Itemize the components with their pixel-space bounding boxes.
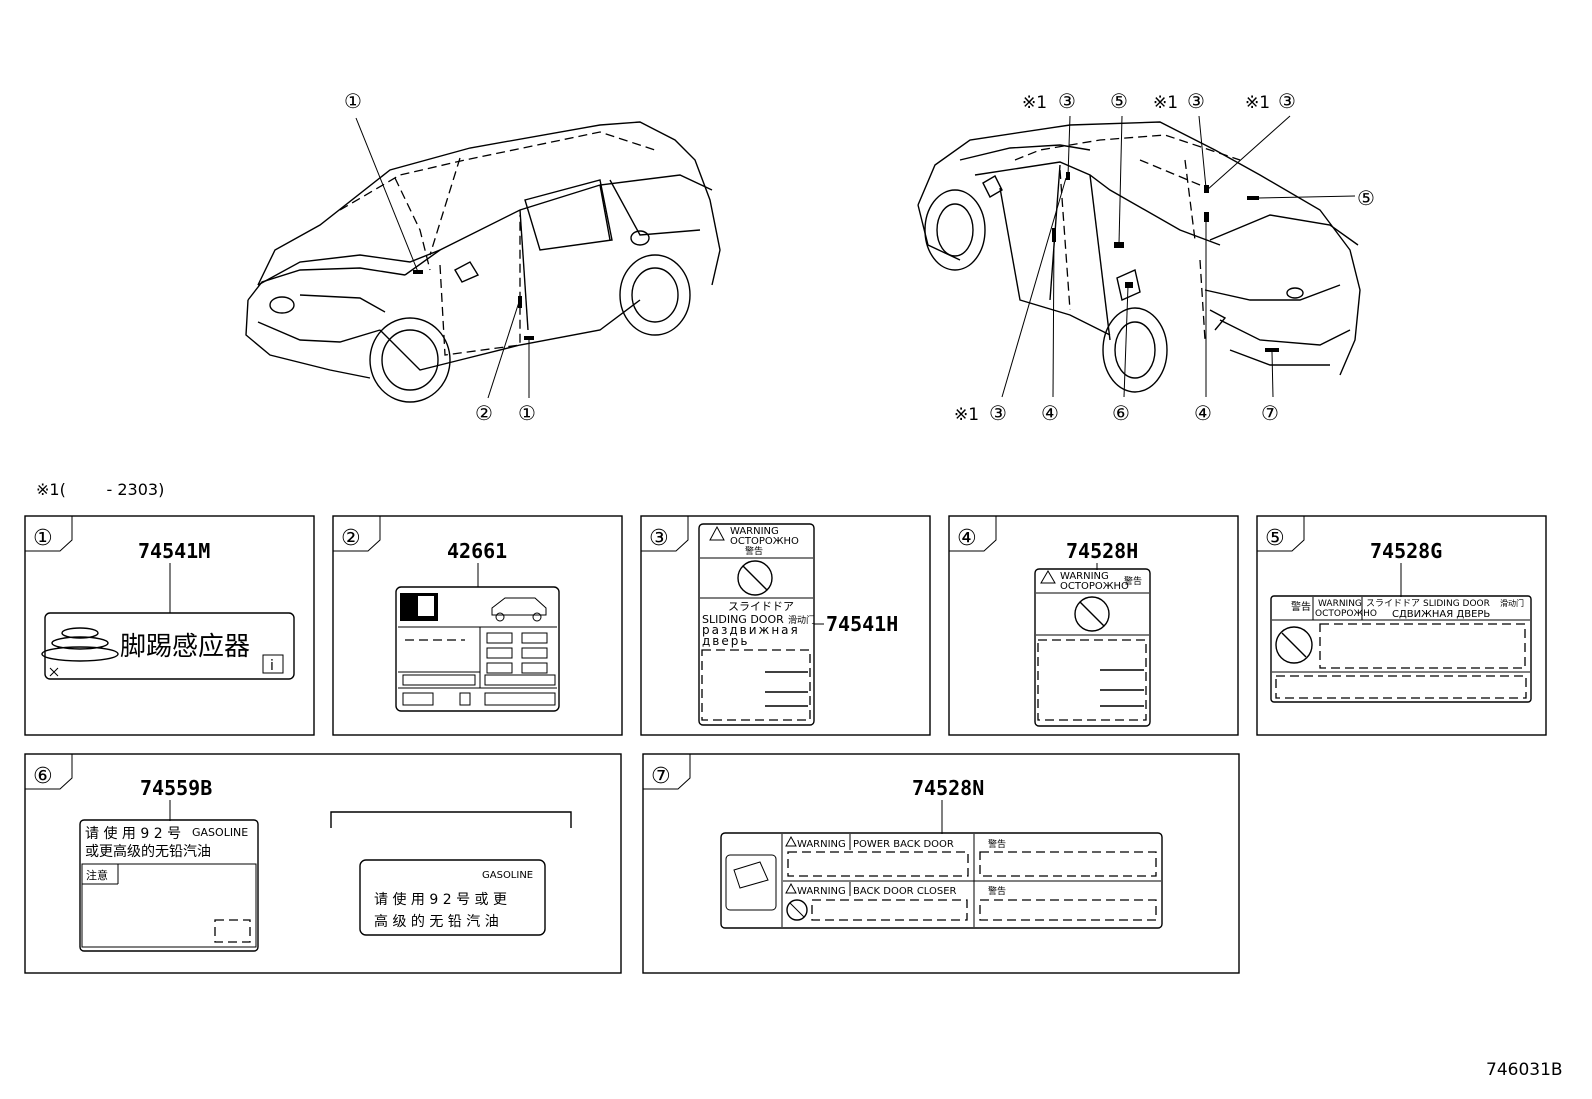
- panel-5-en-door: SLIDING DOOR: [1423, 599, 1490, 609]
- door-hand-icon: [725, 854, 777, 911]
- panel-7-warning-b: WARNING: [797, 886, 846, 897]
- footnote: ※1( - 2303): [36, 480, 164, 499]
- warning-triangle-icon: [785, 835, 797, 847]
- warning-triangle-icon: [1040, 570, 1056, 584]
- panel-7: ⑦ 74528N WARNING POWER BACK DOOR 警告 WARN…: [642, 753, 1240, 974]
- panel-7-warning-a: WARNING: [797, 839, 846, 850]
- callout-3-d: ③: [989, 401, 1007, 425]
- note-marker-1: ※1: [1022, 93, 1047, 113]
- panel-6-alt-gas: GASOLINE: [482, 870, 533, 881]
- callout-2: ②: [475, 401, 493, 425]
- panel-1-index: ①: [33, 526, 53, 551]
- callout-4-a: ④: [1041, 401, 1059, 425]
- panel-3: ③ WARNING ОСТОРОЖНО 警告 スライドドア SLIDING DO…: [640, 515, 931, 736]
- no-hand-icon: [1275, 626, 1313, 664]
- panel-5-warning-ru: ОСТОРОЖНО: [1315, 609, 1377, 619]
- panel-6-part-number: 74559B: [140, 776, 212, 800]
- panel-5-warning: WARNING: [1318, 599, 1362, 609]
- panel-1-label-text: 脚踢感应器: [120, 632, 250, 662]
- panel-6-alt-line-2: 高 级 的 无 铅 汽 油: [374, 913, 499, 930]
- panel-5-warning-jp: 警告: [1291, 600, 1311, 613]
- panel-6-line-2: 或更高级的无铅汽油: [85, 843, 211, 860]
- panel-6-gas: GASOLINE: [192, 826, 248, 839]
- panel-7-part-number: 74528N: [912, 776, 984, 800]
- panel-5-index: ⑤: [1265, 526, 1285, 551]
- panel-3-index: ③: [649, 526, 669, 551]
- panel-4: ④ 74528H WARNING ОСТОРОЖНО 警告: [948, 515, 1239, 736]
- panel-3-en-door: SLIDING DOOR: [702, 613, 784, 626]
- panel-7-index: ⑦: [651, 764, 671, 789]
- panel-2: ② 42661: [332, 515, 623, 736]
- panel-7-jp-b: 警告: [988, 885, 1006, 897]
- panel-5: ⑤ 74528G 警告 WARNING ОСТОРОЖНО スライドドア SLI…: [1256, 515, 1547, 736]
- panel-3-part-number: 74541H: [826, 612, 898, 636]
- panel-2-part-number: 42661: [447, 539, 507, 563]
- callout-7: ⑦: [1261, 401, 1279, 425]
- panel-5-cn-door: 滑动门: [1500, 598, 1524, 608]
- panel-3-ru-door-2: дверь: [702, 634, 749, 648]
- panel-2-index: ②: [341, 526, 361, 551]
- panel-6-caution: 注意: [86, 868, 108, 882]
- callout-3-a: ③: [1058, 89, 1076, 113]
- callout-1-top: ①: [344, 89, 362, 113]
- callout-3-b: ③: [1187, 89, 1205, 113]
- panel-5-jp-door: スライドドア: [1366, 598, 1420, 609]
- panel-6-index: ⑥: [33, 764, 53, 789]
- callout-3-c: ③: [1278, 89, 1296, 113]
- warning-triangle-icon: [785, 882, 797, 894]
- vehicle-front-view: [245, 121, 721, 403]
- callout-4-b: ④: [1194, 401, 1212, 425]
- panel-3-ru-door-1: раздвижная: [702, 623, 800, 637]
- panel-6-line-1: 请 使 用 9 2 号: [85, 825, 181, 842]
- panel-3-jp-door: スライドドア: [728, 600, 794, 613]
- panel-4-index: ④: [957, 526, 977, 551]
- panel-5-ru-door: СДВИЖНАЯ ДВЕРЬ: [1392, 609, 1490, 620]
- warning-triangle-icon: [709, 525, 725, 541]
- figure-code: 746031B: [1486, 1060, 1563, 1080]
- note-marker-3: ※1: [1245, 93, 1270, 113]
- callout-1-bottom: ①: [518, 401, 536, 425]
- info-icon: i: [270, 658, 274, 674]
- panel-5-part-number: 74528G: [1370, 539, 1442, 563]
- panel-7-jp-a: 警告: [988, 838, 1006, 850]
- panel-4-warning-jp: 警告: [1124, 575, 1142, 587]
- panel-4-part-number: 74528H: [1066, 539, 1138, 563]
- panel-3-warning-jp: 警告: [745, 545, 763, 557]
- manual-icon: [400, 593, 438, 621]
- panel-3-cn-door: 滑动门: [788, 614, 815, 626]
- note-marker-4: ※1: [954, 405, 979, 425]
- vehicle-icon: [491, 597, 547, 616]
- callout-5-b: ⑤: [1357, 186, 1375, 210]
- no-hand-icon: [786, 899, 808, 921]
- panel-3-warning: WARNING: [730, 526, 779, 537]
- panel-4-warning: WARNING: [1060, 571, 1109, 582]
- no-hand-icon: [1074, 596, 1110, 632]
- panel-6-alt-line-1: 请 使 用 9 2 号 或 更: [374, 891, 507, 908]
- kick-icon: [49, 667, 59, 677]
- panel-3-warning-ru: ОСТОРОЖНО: [730, 536, 799, 547]
- callout-6: ⑥: [1112, 401, 1130, 425]
- panel-7-back-door-closer: BACK DOOR CLOSER: [853, 886, 957, 897]
- panel-4-warning-ru: ОСТОРОЖНО: [1060, 581, 1129, 592]
- vehicle-rear-view: [917, 121, 1361, 393]
- panel-6: ⑥ 74559B 请 使 用 9 2 号 GASOLINE 或更高级的无铅汽油 …: [24, 753, 622, 974]
- panel-7-power-back-door: POWER BACK DOOR: [853, 839, 954, 850]
- panel-1: ① 74541M 脚踢感应器 i: [24, 515, 315, 736]
- no-hand-icon: [737, 560, 773, 596]
- panel-1-part-number: 74541M: [138, 539, 210, 563]
- callout-5-a: ⑤: [1110, 89, 1128, 113]
- note-marker-2: ※1: [1153, 93, 1178, 113]
